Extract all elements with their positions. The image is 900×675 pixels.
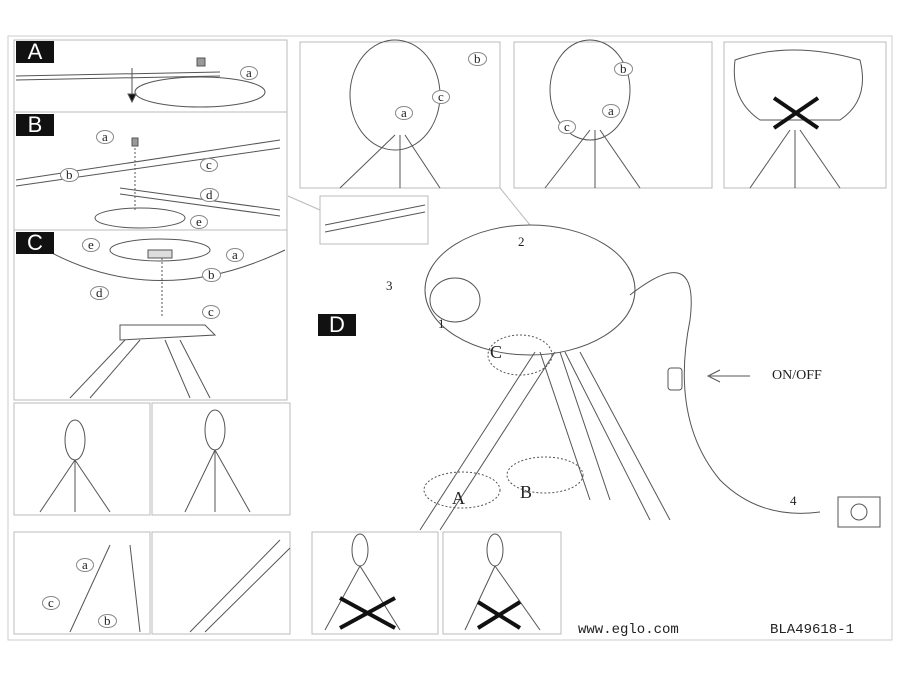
top-panel-1-label: b [468,52,487,66]
step-a-label: a [240,66,258,80]
step-b-label: c [200,158,218,172]
step-c-label: e [82,238,100,252]
top-panel-1-label: c [432,90,450,104]
top-panel-1-label: a [395,106,413,120]
step-d-number: 3 [386,278,393,293]
top-panel-2-label: a [602,104,620,118]
step-c-tag: C [16,232,54,254]
top-panel-2-label: c [558,120,576,134]
step-c-label: d [90,286,109,300]
bottom-panel-label: a [76,558,94,572]
step-c-label: b [202,268,221,282]
on-off-label: ON/OFF [772,368,822,383]
bottom-panel-label: c [42,596,60,610]
step-d-number: 1 [438,316,445,331]
step-b-label: d [200,188,219,202]
product-code: BLA49618-1 [770,622,855,638]
step-d-tag: D [318,314,356,336]
step-d-number: 4 [790,493,797,508]
circle-label-c: C [490,342,503,362]
bottom-panel-label: b [98,614,117,628]
step-b-label: a [96,130,114,144]
step-a-tag: A [16,41,54,63]
step-c-label: c [202,305,220,319]
top-panel-2-label: b [614,62,633,76]
circle-label-b: B [520,482,533,502]
website-url: www.eglo.com [578,622,679,638]
step-b-label: e [190,215,208,229]
step-d-number: 2 [518,234,525,249]
step-c-label: a [226,248,244,262]
step-b-label: b [60,168,79,182]
step-b-tag: B [16,114,54,136]
circle-label-a: A [452,488,465,508]
